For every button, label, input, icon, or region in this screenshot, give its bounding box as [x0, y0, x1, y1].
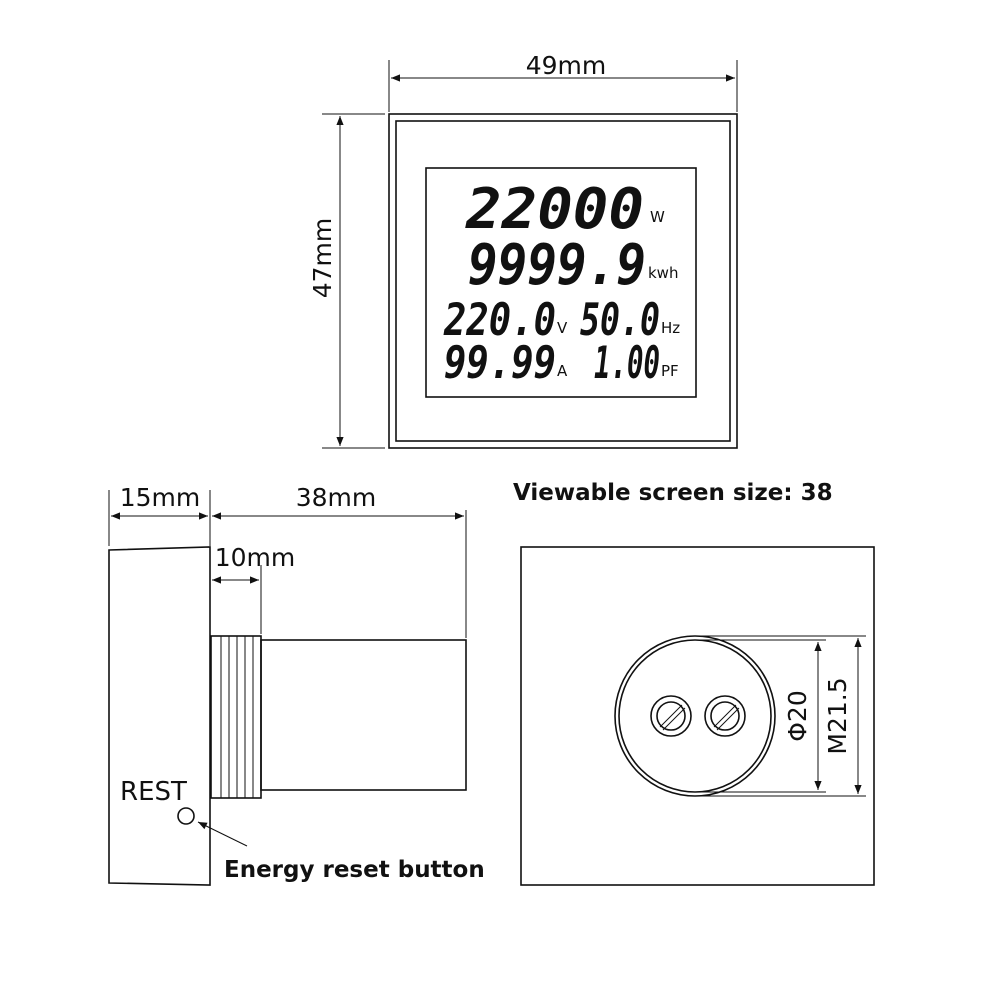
rear-view: Viewable screen size: 38 Φ20 M21.5 — [513, 480, 875, 886]
width-label: 49mm — [526, 51, 607, 80]
front-view: 49mm 47mm 22000 W 9999.9 kwh 220.0 V 50.… — [308, 51, 738, 449]
energy-value: 9999.9 — [468, 233, 646, 298]
frequency-value: 50.0 — [580, 295, 660, 346]
thread-circle-inner — [618, 639, 772, 793]
depth-front-label: 15mm — [120, 483, 201, 512]
voltage-value: 220.0 — [443, 295, 556, 346]
terminal-screw-right — [704, 695, 746, 737]
thread-lines — [220, 636, 254, 798]
side-bezel — [108, 546, 211, 886]
reset-button-circle — [177, 807, 195, 825]
pf-unit: PF — [661, 362, 679, 380]
lcd-screen — [425, 167, 697, 398]
front-bezel-inner — [395, 120, 731, 442]
depth-body-label: 38mm — [296, 483, 377, 512]
frequency-unit: Hz — [661, 319, 680, 337]
current-value: 99.99 — [444, 338, 556, 389]
front-bezel-outer — [388, 113, 738, 449]
thread-diameter-label: M21.5 — [823, 677, 852, 754]
energy-unit: kwh — [648, 264, 678, 282]
thread-label: 10mm — [215, 543, 296, 572]
height-label: 47mm — [308, 218, 337, 299]
current-unit: A — [557, 362, 568, 380]
thread-circle-outer — [614, 635, 776, 797]
reset-leader-line — [197, 821, 248, 847]
power-value: 22000 — [465, 177, 644, 242]
power-unit: W — [650, 208, 665, 226]
reset-note: Energy reset button — [224, 857, 485, 883]
rear-panel — [520, 546, 875, 886]
voltage-unit: V — [557, 319, 568, 337]
screen-size-note: Viewable screen size: 38 — [513, 480, 833, 506]
side-body — [260, 639, 467, 791]
pf-value: 1.00 — [594, 338, 660, 389]
reset-label: REST — [120, 777, 187, 807]
side-view: 15mm 38mm 10mm REST Energy reset button — [108, 483, 485, 886]
inner-diameter-label: Φ20 — [783, 690, 812, 742]
terminal-screw-left — [650, 695, 692, 737]
